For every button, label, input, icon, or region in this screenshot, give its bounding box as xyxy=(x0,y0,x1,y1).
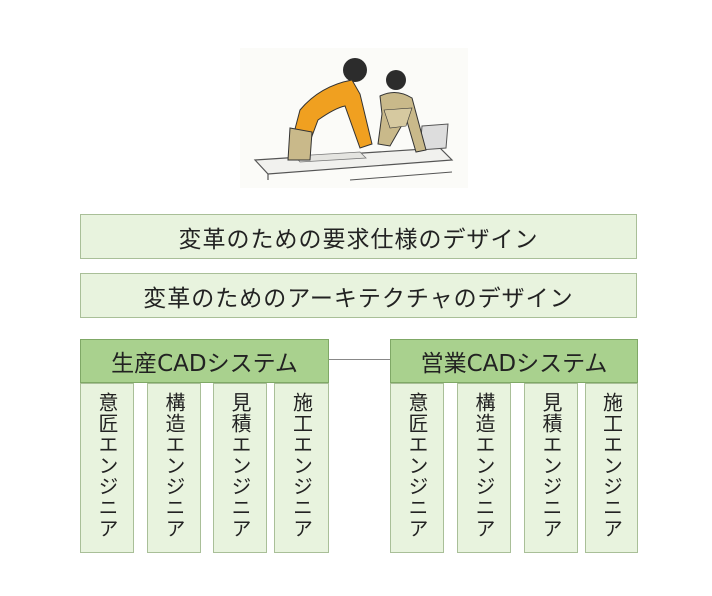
role-label: 施工エンジニア xyxy=(599,392,624,539)
production-construction-engineer-column: 施工エンジニア xyxy=(274,383,329,553)
production-estimate-engineer-column: 見積エンジニア xyxy=(213,383,267,553)
role-label: 施工エンジニア xyxy=(289,392,314,539)
architecture-design-bar: 変革のためのアーキテクチャのデザイン xyxy=(80,273,637,318)
role-label: 構造エンジニア xyxy=(472,392,496,539)
role-label: 見積エンジニア xyxy=(539,392,563,539)
role-label: 見積エンジニア xyxy=(228,392,252,539)
requirements-design-bar: 変革のための要求仕様のデザイン xyxy=(80,214,637,259)
role-label: 意匠エンジニア xyxy=(405,392,429,539)
sales-cad-system-header: 営業CADシステム xyxy=(390,339,638,383)
sales-estimate-engineer-column: 見積エンジニア xyxy=(524,383,578,553)
sales-design-engineer-column: 意匠エンジニア xyxy=(390,383,444,553)
role-label: 意匠エンジニア xyxy=(95,392,119,539)
production-design-engineer-column: 意匠エンジニア xyxy=(80,383,134,553)
sales-structural-engineer-column: 構造エンジニア xyxy=(457,383,511,553)
role-label: 構造エンジニア xyxy=(162,392,186,539)
engineers-illustration-icon xyxy=(240,48,468,188)
sales-construction-engineer-column: 施工エンジニア xyxy=(585,383,638,553)
production-structural-engineer-column: 構造エンジニア xyxy=(147,383,201,553)
production-cad-system-header: 生産CADシステム xyxy=(80,339,329,383)
system-connector-line xyxy=(329,359,390,360)
